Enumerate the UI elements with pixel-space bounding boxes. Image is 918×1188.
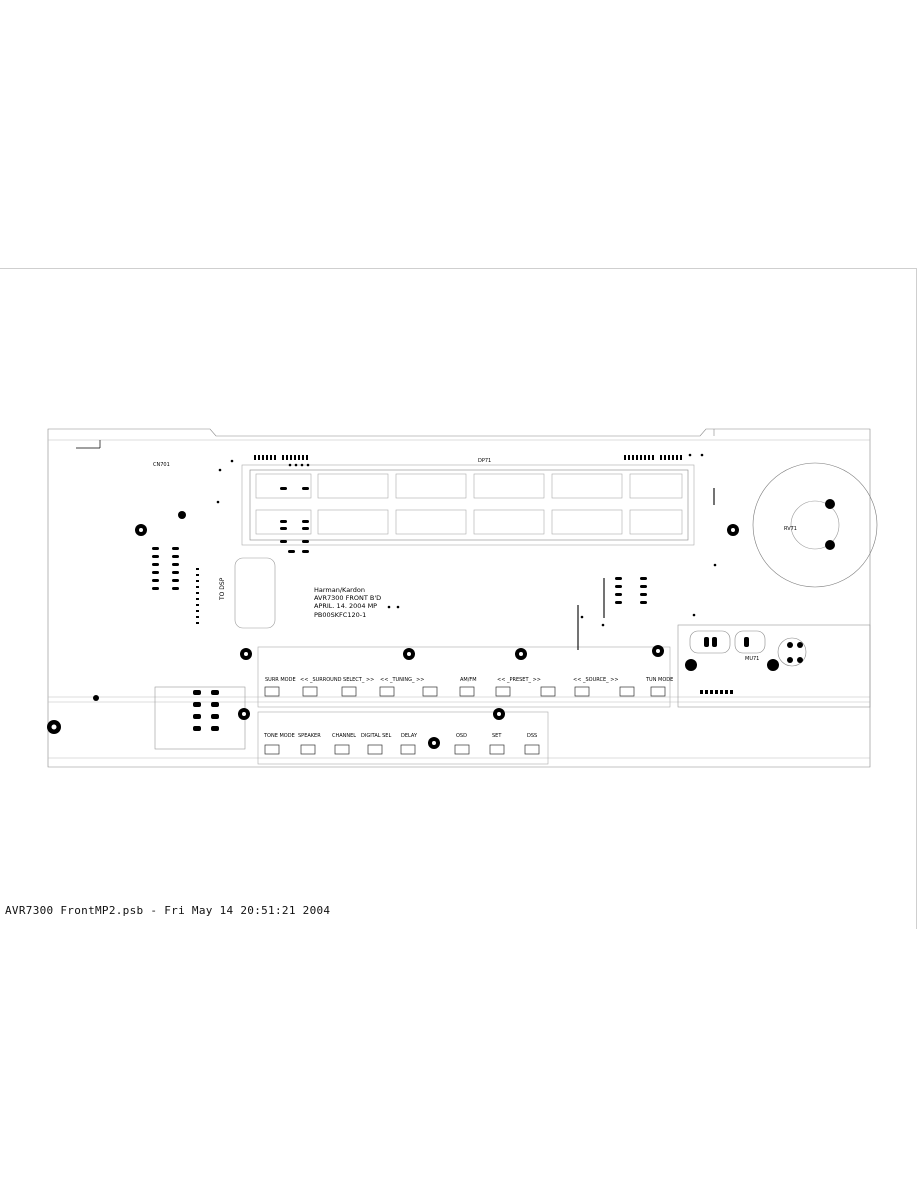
btn-label-dss: DSS: [527, 733, 538, 739]
btn-label-source: << _SOURCE_ >>: [573, 677, 619, 683]
btn-label-surr-mode: SURR MODE: [265, 677, 296, 683]
connector-ref: CN701: [153, 462, 170, 468]
btn-label-tone-mode: TONE MODE: [264, 733, 295, 739]
mount-hole: [825, 499, 835, 509]
stamp-date: APRIL. 14. 2004 MP: [314, 602, 378, 611]
stamp-maker: Harman/Kardon: [314, 586, 365, 594]
btn-label-delay: DELAY: [401, 733, 417, 739]
connector-block-pads: [193, 690, 219, 731]
knob-ref: RV71: [784, 526, 797, 532]
btn-label-speaker: SPEAKER: [298, 733, 321, 739]
stamp-model: AVR7300 FRONT B'D: [314, 594, 382, 603]
btn-label-tun-mode: TUN MODE: [646, 677, 674, 683]
tact-switches: [264, 686, 666, 755]
file-footer: AVR7300 FrontMP2.psb - Fri May 14 20:51:…: [5, 904, 331, 917]
btn-label-surround-select: << _SURROUND SELECT_ >>: [300, 677, 375, 683]
board-outline: [47, 428, 871, 768]
mount-hole: [825, 540, 835, 550]
btn-label-tuning: << _TUNING_ >>: [380, 677, 425, 683]
btn-label-channel: CHANNEL: [332, 733, 357, 739]
axis-marker: [76, 440, 101, 449]
connector-row-right: [700, 690, 733, 694]
btn-label-set: SET: [492, 733, 502, 739]
to-dsp-label: TO DSP: [219, 577, 226, 600]
btn-label-digital-sel: DIGITAL SEL: [361, 733, 392, 739]
pin-header-top-left: [254, 455, 308, 460]
display-window: [249, 469, 689, 541]
vertical-connector-pins: [196, 568, 199, 624]
mic-ref: MU71: [745, 656, 760, 662]
btn-label-osd: OSD: [456, 733, 467, 739]
resistor-pads: [152, 487, 647, 604]
stamp-part-number: PB00SKFC120-1: [314, 610, 367, 619]
mount-hole: [685, 659, 697, 671]
btn-label-am-fm: AM/FM: [460, 677, 477, 683]
mount-hole: [767, 659, 779, 671]
btn-label-preset: << _PRESET_ >>: [497, 677, 541, 683]
schematic-sheet: [0, 268, 917, 929]
display-ref: DP71: [478, 458, 492, 464]
board-stamp: Harman/Kardon AVR7300 FRONT B'D APRIL. 1…: [314, 586, 381, 619]
pin-header-top-right: [624, 455, 682, 460]
